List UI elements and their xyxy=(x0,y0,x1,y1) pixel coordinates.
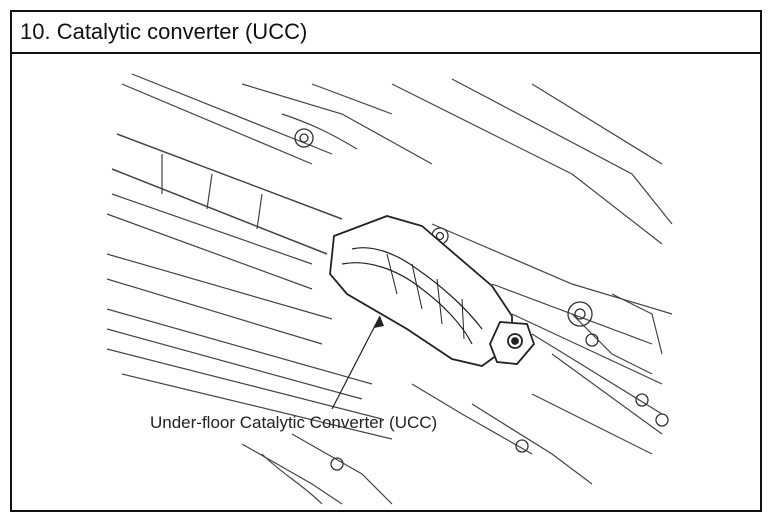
illustration-area: Under-floor Catalytic Converter (UCC) xyxy=(12,54,760,510)
catalytic-converter-illustration: Under-floor Catalytic Converter (UCC) xyxy=(106,73,673,505)
underbody-line-art xyxy=(106,73,673,505)
callout-leader xyxy=(331,315,384,410)
catalytic-converter-body xyxy=(329,215,536,367)
page-title: 10. Catalytic converter (UCC) xyxy=(20,19,308,44)
callout-label: Under-floor Catalytic Converter (UCC) xyxy=(150,413,437,432)
title-bar: 10. Catalytic converter (UCC) xyxy=(12,12,760,54)
diagram-frame: 10. Catalytic converter (UCC) xyxy=(10,10,762,512)
